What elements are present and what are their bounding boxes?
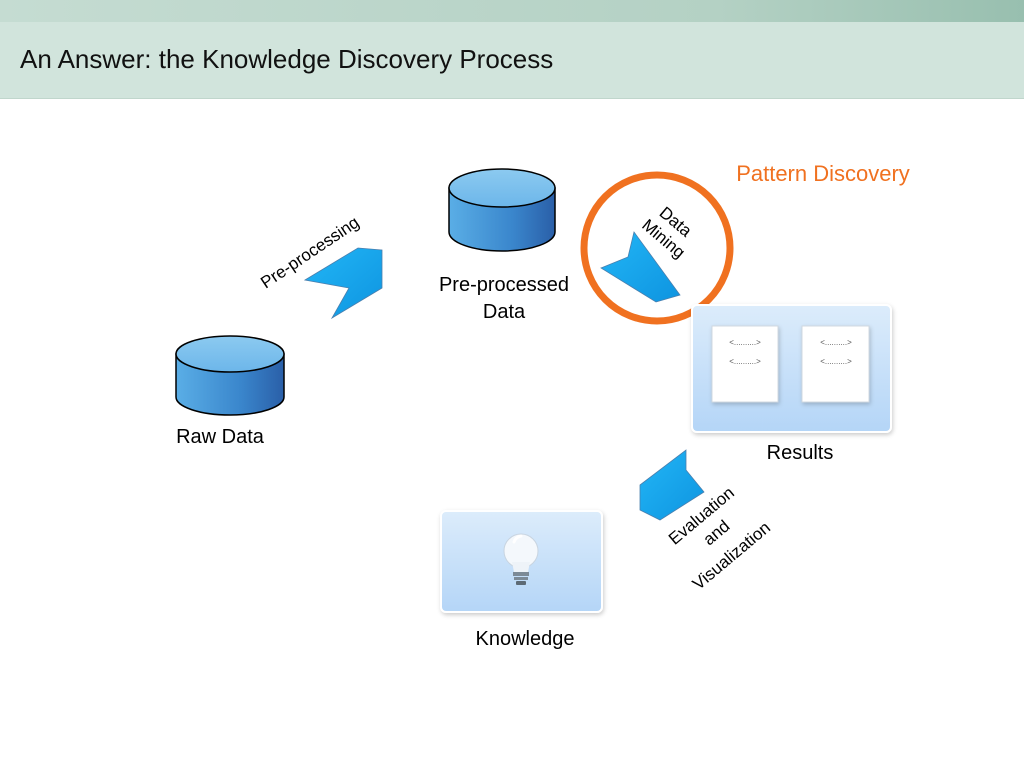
- raw-data-label: Raw Data: [176, 426, 265, 448]
- results-panel: <..........> <..........> <..........> <…: [691, 304, 892, 433]
- raw-data-cylinder-icon: [175, 335, 285, 416]
- lightbulb-icon: [503, 533, 539, 585]
- preprocessed-data-label-line1: Pre-processed: [439, 274, 569, 296]
- preprocessing-arrow-icon: [303, 247, 383, 320]
- slide-title: An Answer: the Knowledge Discovery Proce…: [20, 44, 554, 74]
- knowledge-label: Knowledge: [476, 628, 575, 650]
- evaluation-arrow-icon: [639, 449, 705, 521]
- preprocessed-data-label-line2: Data: [483, 301, 526, 323]
- result-doc1-line1: <..........>: [729, 338, 761, 347]
- result-doc2-line1: <..........>: [820, 338, 852, 347]
- result-doc2-line2: <..........>: [820, 357, 852, 366]
- slide-title-bar: [0, 22, 1024, 99]
- knowledge-panel: [440, 510, 603, 613]
- data-mining-arrow-icon: [600, 231, 681, 303]
- slide-top-band: [0, 0, 1024, 22]
- result-document-icon: <..........> <..........>: [711, 325, 779, 403]
- results-label: Results: [767, 442, 834, 464]
- result-doc1-line2: <..........>: [729, 357, 761, 366]
- pattern-discovery-label: Pattern Discovery: [736, 161, 910, 186]
- result-document-icon: <..........> <..........>: [801, 325, 870, 403]
- data-mining-highlight-ring: [580, 171, 734, 325]
- preprocessed-data-cylinder-icon: [448, 168, 556, 252]
